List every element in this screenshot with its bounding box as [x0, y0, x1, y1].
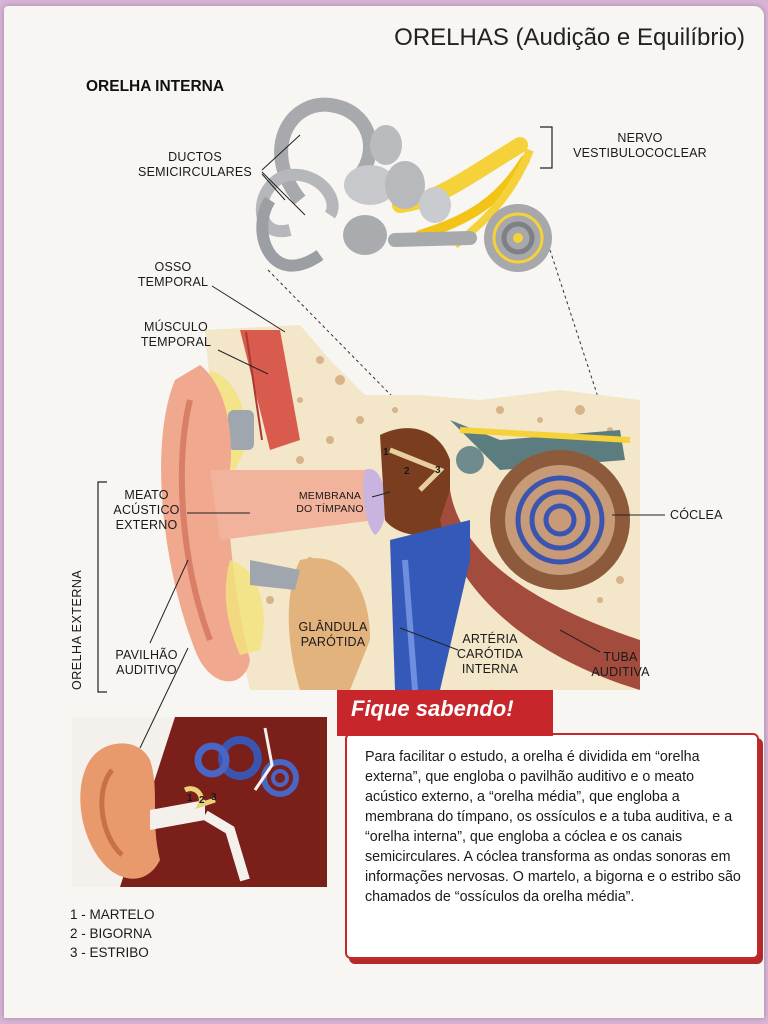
info-box-text: Para facilitar o estudo, a orelha é divi…	[365, 749, 741, 905]
inset-ossicle-number-1: 1	[187, 793, 193, 804]
ossicle-legend: 1 - MARTELO 2 - BIGORNA 3 - ESTRIBO	[70, 905, 155, 962]
legend-item: 3 - ESTRIBO	[70, 945, 149, 960]
ossicle-number-3: 3	[435, 465, 441, 476]
ear-inset-illustration	[72, 647, 327, 887]
label-orelha-externa: ORELHA EXTERNA	[70, 569, 84, 690]
ossicle-number-1: 1	[383, 447, 389, 458]
inset-ossicle-number-3: 3	[211, 792, 217, 803]
page-title: ORELHAS (Audição e Equilíbrio)	[394, 24, 745, 51]
inner-ear-enlarged	[255, 97, 626, 481]
legend-item: 1 - MARTELO	[70, 907, 155, 922]
info-box-header: Fique sabendo!	[337, 690, 553, 736]
info-box-heading: Fique sabendo!	[351, 696, 514, 721]
info-box: Para facilitar o estudo, a orelha é divi…	[345, 733, 759, 959]
ossicle-number-2: 2	[404, 466, 410, 477]
legend-item: 2 - BIGORNA	[70, 926, 152, 941]
label-coclea: CÓCLEA	[670, 508, 723, 522]
section-title: ORELHA INTERNA	[86, 78, 225, 95]
inset-ossicle-number-2: 2	[199, 795, 205, 806]
ear-cross-section	[97, 285, 665, 693]
